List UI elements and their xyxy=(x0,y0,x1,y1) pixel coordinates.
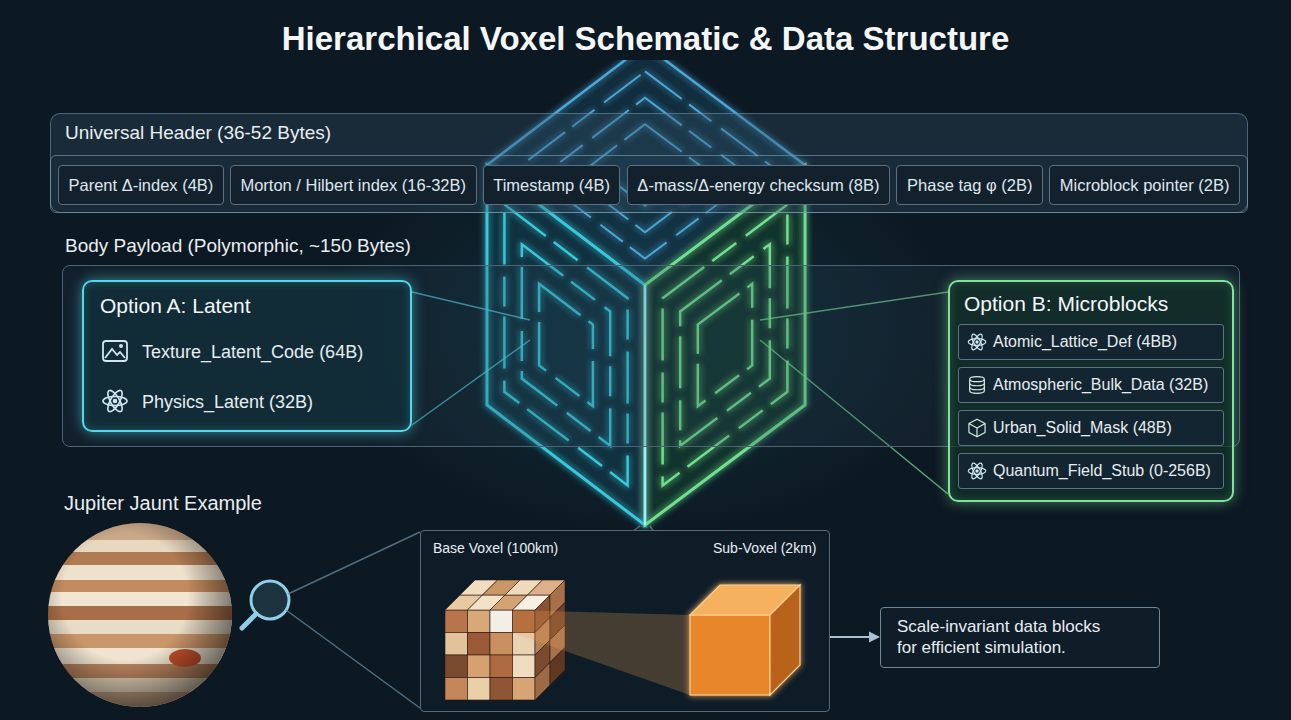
voxel-cell xyxy=(468,678,491,701)
field-label: Morton / Hilbert index (16-32B) xyxy=(240,176,466,195)
image-icon xyxy=(100,336,130,366)
field-label: Physics_Latent (32B) xyxy=(142,392,313,413)
text-holder: Option B: Microblocks xyxy=(964,292,1168,316)
diagram-title: Hierarchical Voxel Schematic & Data Stru… xyxy=(268,18,1024,60)
section-heading: Universal Header (36-52 Bytes) xyxy=(65,122,331,144)
image-icon xyxy=(103,341,127,361)
zoom-panel-fill xyxy=(420,530,830,712)
text-holder: Sub-Voxel (2km) xyxy=(713,539,816,557)
magnifier xyxy=(242,532,420,708)
option-card: Option A: LatentTexture_Latent_Code (64B… xyxy=(82,280,412,432)
database-icon xyxy=(966,374,988,396)
microblock-label: Atomic_Lattice_Def (4BB) xyxy=(993,333,1177,351)
planet-shade xyxy=(48,523,232,707)
text-holder: Option A: Latent xyxy=(100,294,251,318)
text-holder: Universal Header (36-52 Bytes) xyxy=(65,122,331,144)
voxel-cell xyxy=(490,678,513,701)
voxel-cell xyxy=(550,648,565,686)
text-holder: Physics_Latent (32B) xyxy=(142,392,313,413)
atom-icon xyxy=(968,462,986,481)
field-label: Timestamp (4B) xyxy=(493,176,610,195)
field-label: Phase tag φ (2B) xyxy=(907,176,1032,195)
voxel-cell xyxy=(490,655,513,678)
panel-caption: Sub-Voxel (2km) xyxy=(713,540,816,556)
voxel-cell xyxy=(468,633,491,656)
voxel-cell xyxy=(445,655,468,678)
voxel-cell xyxy=(490,633,513,656)
connector xyxy=(830,632,880,643)
card-title: Option B: Microblocks xyxy=(964,292,1168,316)
text-holder: Texture_Latent_Code (64B) xyxy=(142,342,363,363)
microblock-label: Atmospheric_Bulk_Data (32B) xyxy=(993,376,1208,394)
header-field: Δ-mass/Δ-energy checksum (8B) xyxy=(627,165,891,205)
atom-icon xyxy=(968,333,986,352)
voxel-cell xyxy=(468,610,491,633)
text-holder: Body Payload (Polymorphic, ~150 Bytes) xyxy=(65,235,411,257)
note-text: Scale-invariant data blocks for efficien… xyxy=(897,616,1121,659)
header-field: Timestamp (4B) xyxy=(483,165,621,205)
voxel-cell xyxy=(445,678,468,701)
text-holder: Hierarchical Voxel Schematic & Data Stru… xyxy=(0,18,1291,60)
voxel-cell xyxy=(468,655,491,678)
payload-panel: Body Payload (Polymorphic, ~150 Bytes)Op… xyxy=(62,265,1240,447)
text-holder: Base Voxel (100km) xyxy=(433,539,558,557)
field-label: Microblock pointer (2B) xyxy=(1060,176,1230,195)
field-label: Δ-mass/Δ-energy checksum (8B) xyxy=(637,176,879,195)
header-band: Universal Header (36-52 Bytes) Parent Δ-i… xyxy=(50,113,1248,213)
voxel-cell xyxy=(490,610,513,633)
voxel-cell xyxy=(513,678,536,701)
section-heading: Body Payload (Polymorphic, ~150 Bytes) xyxy=(65,235,411,257)
voxel-cell xyxy=(535,663,550,701)
zoom-line xyxy=(286,610,420,708)
jupiter-bands xyxy=(40,515,240,712)
microblock-row: Quantum_Field_Stub (0-256B) xyxy=(958,453,1224,489)
field-label: Texture_Latent_Code (64B) xyxy=(142,342,363,363)
microblock-label: Urban_Solid_Mask (48B) xyxy=(993,419,1172,437)
panel-caption: Base Voxel (100km) xyxy=(433,540,558,556)
example-label: Jupiter Jaunt Example xyxy=(64,492,262,515)
microblock-label: Quantum_Field_Stub (0-256B) xyxy=(993,462,1211,480)
microblock-row: Atomic_Lattice_Def (4BB) xyxy=(958,324,1224,360)
field-label: Parent Δ-index (4B) xyxy=(68,176,213,195)
sub-voxel-side xyxy=(770,585,800,695)
sub-voxel-front xyxy=(690,615,770,695)
header-field: Phase tag φ (2B) xyxy=(896,165,1043,205)
header-field: Morton / Hilbert index (16-32B) xyxy=(230,165,477,205)
zoom-beam xyxy=(513,610,691,695)
voxel-cell xyxy=(445,610,468,633)
connector-line xyxy=(830,636,869,638)
note-box: Scale-invariant data blocks for efficien… xyxy=(880,607,1160,668)
cube-icon xyxy=(966,417,988,439)
voxel-cell xyxy=(513,655,536,678)
zoom-line xyxy=(288,532,420,594)
microblock-row: Atmospheric_Bulk_Data (32B) xyxy=(958,367,1224,403)
header-field: Microblock pointer (2B) xyxy=(1049,165,1240,205)
database-icon xyxy=(970,377,985,394)
magnifier-lens xyxy=(251,581,289,619)
zoom-panel: Base Voxel (100km) Sub-Voxel (2km) xyxy=(420,530,830,712)
text-holder: Jupiter Jaunt Example xyxy=(64,492,262,515)
card-title: Option A: Latent xyxy=(100,294,251,318)
arrow-head xyxy=(869,632,880,643)
microblock-row: Urban_Solid_Mask (48B) xyxy=(958,410,1224,446)
atom-icon xyxy=(100,386,130,416)
atom-icon xyxy=(103,388,127,413)
header-field: Parent Δ-index (4B) xyxy=(58,165,224,205)
sub-voxel-cube xyxy=(690,585,800,695)
cube-icon xyxy=(969,419,985,437)
atom-icon xyxy=(966,331,988,353)
option-card: Option B: MicroblocksAtomic_Lattice_Def … xyxy=(948,280,1234,502)
voxel-cell xyxy=(445,633,468,656)
atom-icon xyxy=(966,460,988,482)
magnifier-handle xyxy=(242,614,256,628)
jupiter-planet xyxy=(40,515,240,712)
